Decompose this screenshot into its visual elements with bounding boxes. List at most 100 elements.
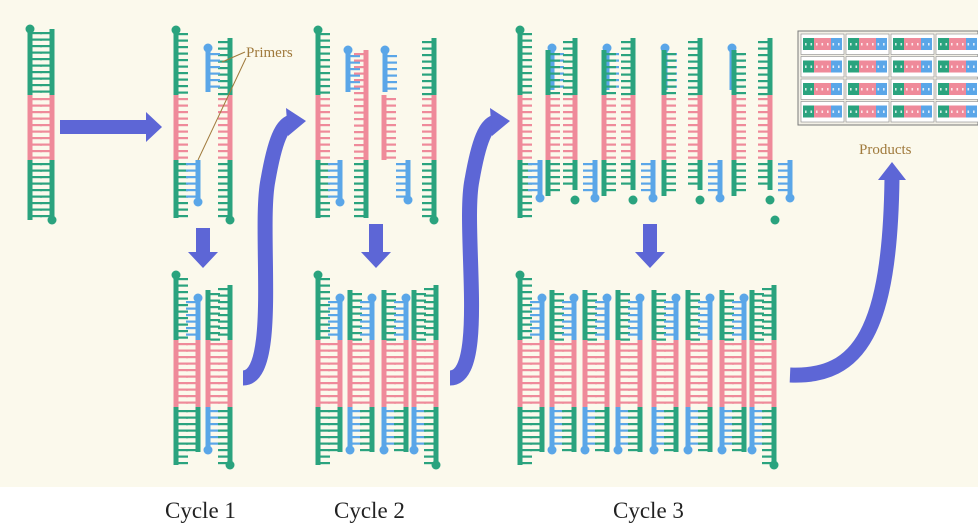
dna-duplex: [580, 290, 612, 455]
template-dna: [25, 24, 57, 225]
dna-strand: [664, 298, 679, 452]
cycle-3-label: Cycle 3: [613, 498, 684, 523]
dna-strand: [562, 298, 577, 452]
dna-strand: [582, 290, 597, 450]
dna-strand: [186, 298, 201, 452]
dna-strand: [758, 38, 773, 190]
dna-duplex: [717, 290, 749, 455]
dna-strand: [651, 290, 666, 450]
dna-strand: [731, 50, 746, 196]
dna-strand: [40, 29, 55, 220]
dna-strand: [345, 52, 360, 92]
dna-strand: [173, 275, 188, 465]
cycle-2-denatured: [313, 25, 439, 225]
product-duplex-thumb: [935, 56, 978, 78]
product-duplex-thumb: [935, 101, 978, 123]
dna-strand: [424, 285, 439, 465]
dna-strand: [708, 160, 723, 196]
dna-duplex: [515, 270, 547, 465]
dna-duplex: [649, 290, 681, 455]
dna-strand: [528, 160, 543, 196]
cycle-1-denatured: [171, 25, 235, 225]
product-duplex-thumb: [935, 33, 978, 55]
dna-strand: [595, 298, 610, 452]
process-arrows: [60, 108, 906, 386]
dna-strand: [749, 290, 764, 450]
dna-strand: [583, 160, 598, 196]
dna-strand: [530, 298, 545, 452]
dna-strand: [328, 298, 343, 452]
product-duplex-thumb: [890, 56, 935, 78]
dna-strand: [685, 290, 700, 450]
dna-strand: [563, 38, 578, 190]
product-duplex-thumb: [800, 78, 845, 100]
cycle-1-label: Cycle 1: [165, 498, 236, 523]
dna-strand: [27, 29, 42, 220]
dna-strand: [381, 290, 396, 450]
dna-duplex: [747, 285, 779, 470]
dna-strand: [328, 160, 343, 202]
dna-strand: [382, 52, 397, 92]
dna-strand: [732, 298, 747, 452]
cycle-2-label: Cycle 2: [334, 498, 405, 523]
dna-strand: [549, 290, 564, 450]
dna-duplex: [683, 290, 715, 455]
product-duplex-thumb: [935, 78, 978, 100]
dna-strand: [719, 290, 734, 450]
dna-strand: [641, 160, 656, 196]
dna-duplex: [547, 290, 579, 455]
dna-strand: [186, 160, 201, 202]
products-label: Products: [859, 142, 912, 158]
dna-strand: [381, 95, 396, 160]
products-grid: [797, 30, 978, 126]
product-duplex-thumb: [800, 56, 845, 78]
dna-strand: [360, 298, 375, 452]
cycle-2-products: [313, 270, 441, 470]
dna-duplex: [345, 290, 377, 455]
dna-duplex: [203, 285, 235, 470]
product-duplex-thumb: [845, 101, 890, 123]
dna-strand: [517, 30, 532, 218]
dna-strand: [688, 38, 703, 190]
product-duplex-thumb: [890, 101, 935, 123]
dna-strand: [517, 275, 532, 465]
product-duplex-thumb: [845, 78, 890, 100]
dna-strand: [604, 50, 619, 90]
dna-strand: [354, 50, 369, 218]
product-duplex-thumb: [845, 33, 890, 55]
dna-strand: [628, 298, 643, 452]
dna-strand: [411, 290, 426, 450]
dna-duplex: [613, 290, 645, 455]
product-duplex-thumb: [800, 33, 845, 55]
dna-strand: [549, 50, 564, 90]
dna-duplex: [171, 270, 203, 465]
dna-strand: [205, 290, 220, 450]
dna-strand: [218, 285, 233, 465]
dna-strand: [762, 285, 777, 465]
dna-strand: [661, 50, 676, 196]
dna-strand: [422, 38, 437, 220]
dna-strand: [615, 290, 630, 450]
dna-strand: [621, 38, 636, 190]
dna-duplex: [313, 270, 345, 465]
dna-duplex: [379, 290, 411, 455]
dna-strand: [778, 160, 793, 196]
dna-duplex: [409, 285, 441, 470]
cycle-1-products: [171, 270, 235, 470]
product-duplex-thumb: [890, 78, 935, 100]
cycle-3-products: [515, 270, 779, 470]
dna-strand: [205, 50, 220, 92]
dna-strand: [218, 38, 233, 220]
dna-strand: [347, 290, 362, 450]
dna-strand: [394, 298, 409, 452]
cycle-3-denatured: [515, 25, 795, 225]
dna-strand: [173, 30, 188, 218]
dna-strand: [315, 30, 330, 218]
dna-strand: [396, 160, 411, 200]
dna-strand: [545, 50, 560, 196]
dna-strand: [315, 275, 330, 465]
product-duplex-thumb: [845, 56, 890, 78]
